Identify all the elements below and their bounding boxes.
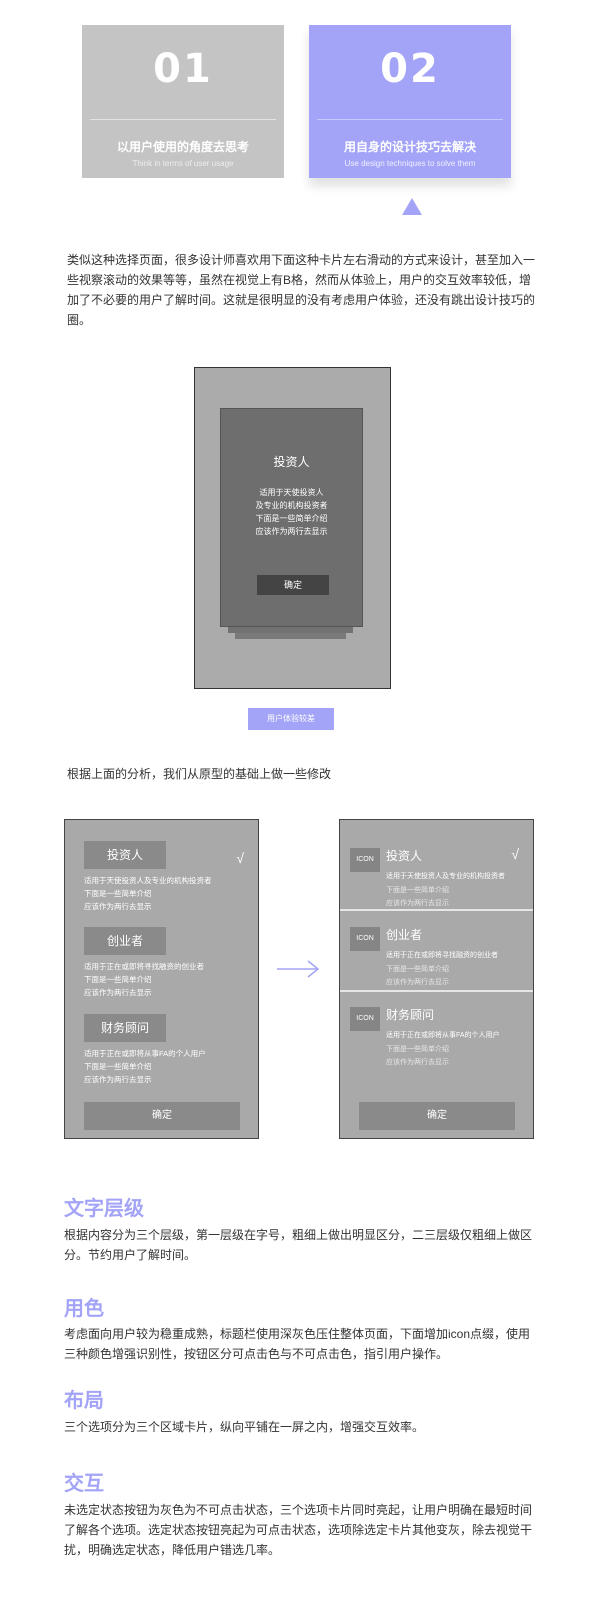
card-stack-layer — [235, 633, 346, 639]
option-card-financial-advisor[interactable]: ICON 财务顾问 适用于正在或即将从事FA的个人用户 下面是一些简单介绍 应该… — [340, 979, 533, 1066]
check-icon: √ — [511, 846, 519, 862]
section-heading-layout: 布局 — [64, 1390, 104, 1412]
option-description: 适用于正在或即将寻找融资的创业者 — [386, 952, 498, 959]
section-text-interaction: 未选定状态按钮为灰色为不可点击状态，三个选项卡片同时亮起，让用户明确在最短时间了… — [64, 1503, 533, 1557]
option-title: 财务顾问 — [84, 1014, 166, 1042]
option-card-founder[interactable]: ICON 创业者 适用于正在或即将寻找融资的创业者 下面是一些简单介绍 应该作为… — [340, 899, 533, 986]
card-number: 01 — [153, 46, 213, 92]
option-title: 投资人 — [84, 841, 166, 869]
option-card-investor[interactable]: ICON 投资人 适用于天使投资人及专业的机构投资者 下面是一些简单介绍 应该作… — [340, 820, 533, 907]
section-heading-color: 用色 — [64, 1298, 104, 1320]
card-title-cn: 以用户使用的角度去思考 — [116, 140, 249, 154]
option-description: 适用于正在或即将寻找融资的创业者 下面是一些简单介绍 应该作为两行去显示 — [84, 962, 204, 997]
option-title: 创业者 — [84, 927, 166, 955]
check-icon: √ — [236, 850, 244, 866]
card-think-user: 01 以用户使用的角度去思考 Think in terms of user us… — [82, 25, 284, 178]
confirm-button[interactable]: 确定 — [84, 1102, 240, 1130]
card-title: 投资人 — [273, 455, 310, 469]
card-stack-layer — [228, 625, 353, 633]
confirm-button[interactable]: 确定 — [257, 575, 329, 595]
section-text-color: 考虑面向用户较为稳重成熟，标题栏使用深灰色压住整体页面，下面增加icon点缀，使… — [64, 1327, 531, 1361]
card-number: 02 — [380, 46, 440, 92]
phone-prototype-right: √ ICON 投资人 适用于天使投资人及专业的机构投资者 下面是一些简单介绍 应… — [339, 819, 534, 1139]
card-divider — [340, 909, 533, 911]
card-title-cn: 用自身的设计技巧去解决 — [343, 140, 476, 154]
confirm-button[interactable]: 确定 — [359, 1102, 515, 1130]
option-title: 财务顾问 — [386, 1008, 435, 1022]
divider — [90, 119, 276, 120]
option-title: 创业者 — [386, 928, 423, 942]
intro-paragraph: 类似这种选择页面，很多设计师喜欢用下面这种卡片左右滑动的方式来设计，甚至加入一些… — [67, 253, 536, 327]
card-design-techniques: 02 用自身的设计技巧去解决 Use design techniques to … — [309, 25, 511, 178]
option-subtext: 下面是一些简单介绍 应该作为两行去显示 — [386, 1046, 449, 1066]
divider — [317, 119, 503, 120]
option-investor[interactable]: 投资人 适用于天使投资人及专业的机构投资者 下面是一些简单介绍 应该作为两行去显… — [84, 841, 254, 913]
phone-wireframe-before: 投资人 适用于天使投资人 及专业的机构投资者 下面是一些简单介绍 应该作为两行去… — [194, 367, 391, 689]
option-subtext: 下面是一些简单介绍 应该作为两行去显示 — [386, 887, 449, 907]
pointer-triangle-icon — [402, 198, 422, 215]
option-financial-advisor[interactable]: 财务顾问 适用于正在或即将从事FA的个人用户 下面是一些简单介绍 应该作为两行去… — [84, 1014, 254, 1086]
phone-prototype-left: √ 投资人 适用于天使投资人及专业的机构投资者 下面是一些简单介绍 应该作为两行… — [64, 819, 259, 1139]
arrow-right-icon — [277, 960, 320, 978]
section-text-layout: 三个选项分为三个区域卡片，纵向平铺在一屏之内，增强交互效率。 — [64, 1420, 425, 1434]
section-heading-typography: 文字层级 — [64, 1198, 144, 1220]
card-title-en: Think in terms of user usage — [132, 159, 234, 168]
ux-poor-tag: 用户体验较差 — [248, 708, 334, 730]
option-icon: ICON — [350, 1007, 380, 1031]
card-divider — [340, 990, 533, 992]
selection-card: 投资人 适用于天使投资人 及专业的机构投资者 下面是一些简单介绍 应该作为两行去… — [220, 408, 363, 627]
card-description: 适用于天使投资人 及专业的机构投资者 下面是一些简单介绍 应该作为两行去显示 — [255, 488, 328, 536]
section-text-typography: 根据内容分为三个层级，第一层级在字号，粗细上做出明显区分，二三层级仅粗细上做区分… — [64, 1228, 533, 1262]
section-heading-interaction: 交互 — [64, 1473, 104, 1495]
option-description: 适用于正在或即将从事FA的个人用户 下面是一些简单介绍 应该作为两行去显示 — [84, 1049, 206, 1084]
card-title-en: Use design techniques to solve them — [344, 159, 476, 168]
option-subtext: 下面是一些简单介绍 应该作为两行去显示 — [386, 966, 449, 986]
option-icon: ICON — [350, 927, 380, 951]
option-icon: ICON — [350, 848, 380, 872]
option-description: 适用于天使投资人及专业的机构投资者 下面是一些简单介绍 应该作为两行去显示 — [84, 876, 212, 911]
analysis-text: 根据上面的分析，我们从原型的基础上做一些修改 — [67, 767, 332, 781]
option-title: 投资人 — [386, 849, 423, 863]
option-description: 适用于天使投资人及专业的机构投资者 — [386, 873, 505, 880]
option-description: 适用于正在或即将从事FA的个人用户 — [386, 1032, 500, 1039]
option-founder[interactable]: 创业者 适用于正在或即将寻找融资的创业者 下面是一些简单介绍 应该作为两行去显示 — [84, 927, 254, 999]
